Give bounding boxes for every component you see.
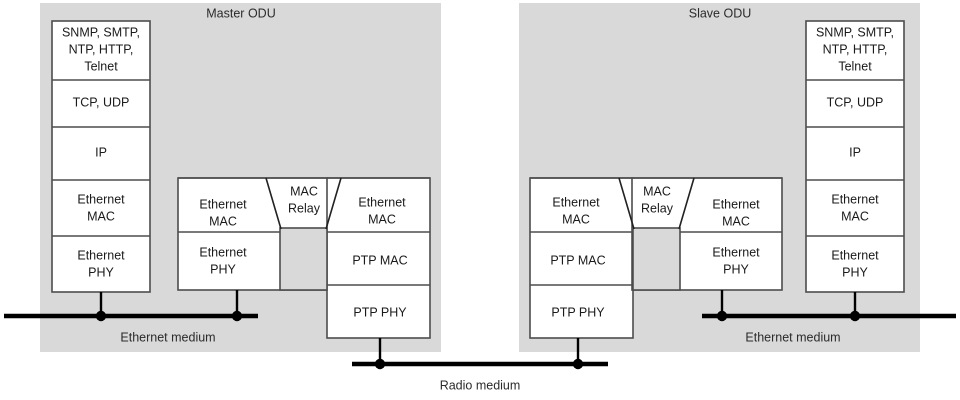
slave-odu-title: Slave ODU xyxy=(689,6,752,20)
ethernet-medium-left-bus: Ethernet medium xyxy=(4,310,258,344)
svg-text:MAC: MAC xyxy=(368,212,396,226)
svg-text:Telnet: Telnet xyxy=(838,59,872,73)
ethernet-medium-right-label: Ethernet medium xyxy=(745,330,840,344)
svg-text:MAC: MAC xyxy=(643,184,671,198)
svg-text:MAC: MAC xyxy=(841,209,869,223)
master-host-layer-eth-mac: Ethernet MAC xyxy=(77,192,125,223)
ethernet-left-node-host xyxy=(95,310,107,322)
svg-text:Ethernet: Ethernet xyxy=(712,197,760,211)
radio-medium-label: Radio medium xyxy=(440,378,521,392)
slave-relay-eth-mac-left: Ethernet MAC xyxy=(552,195,600,226)
slave-relay-block: MAC Relay Ethernet MAC PTP MAC PTP PHY E… xyxy=(529,177,783,364)
slave-relay-label: MAC Relay xyxy=(641,184,674,215)
master-host-layer-eth-phy: Ethernet PHY xyxy=(77,248,125,279)
slave-relay-diagonal-left xyxy=(618,177,635,230)
slave-host-layer-eth-mac: Ethernet MAC xyxy=(831,192,879,223)
slave-relay-diagonal-right xyxy=(678,177,695,230)
ethernet-medium-right-bus: Ethernet medium xyxy=(702,310,956,344)
slave-relay-eth-phy-right: Ethernet PHY xyxy=(712,245,760,276)
svg-text:Relay: Relay xyxy=(641,201,674,215)
master-host-stack-outline xyxy=(51,20,151,293)
svg-text:Ethernet: Ethernet xyxy=(831,248,879,262)
master-relay-eth-mac-right: Ethernet MAC xyxy=(358,195,406,226)
svg-text:Ethernet: Ethernet xyxy=(358,195,406,209)
master-relay-eth-phy-left: Ethernet PHY xyxy=(199,245,247,276)
svg-text:Telnet: Telnet xyxy=(84,59,118,73)
master-relay-diagonal-left xyxy=(265,177,282,230)
master-relay-ptp-mac: PTP MAC xyxy=(352,253,407,267)
svg-text:Ethernet: Ethernet xyxy=(831,192,879,206)
slave-host-stack: SNMP, SMTP, NTP, HTTP, Telnet TCP, UDP I… xyxy=(805,20,905,316)
ethernet-right-node-host xyxy=(849,310,861,322)
slave-relay-notch xyxy=(632,227,681,291)
master-relay-eth-mac-left: Ethernet MAC xyxy=(199,197,247,228)
svg-text:Ethernet: Ethernet xyxy=(199,197,247,211)
ethernet-medium-left-label: Ethernet medium xyxy=(120,330,215,344)
radio-medium-bus: Radio medium xyxy=(352,358,608,392)
svg-text:MAC: MAC xyxy=(87,209,115,223)
slave-host-layer-network: IP xyxy=(849,145,861,159)
master-relay-label: MAC Relay xyxy=(288,184,321,215)
radio-node-master xyxy=(374,358,386,370)
svg-text:PHY: PHY xyxy=(88,265,114,279)
svg-text:PHY: PHY xyxy=(842,265,868,279)
master-host-stack: SNMP, SMTP, NTP, HTTP, Telnet TCP, UDP I… xyxy=(51,20,151,316)
master-relay-block: MAC Relay Ethernet MAC Ethernet PHY Ethe… xyxy=(177,177,431,364)
master-host-layer-apps: SNMP, SMTP, NTP, HTTP, Telnet xyxy=(62,25,140,73)
svg-text:NTP, HTTP,: NTP, HTTP, xyxy=(823,42,888,56)
radio-node-slave xyxy=(572,358,584,370)
master-relay-ptp-phy: PTP PHY xyxy=(353,305,407,319)
svg-text:MAC: MAC xyxy=(562,212,590,226)
master-odu-title: Master ODU xyxy=(206,6,275,20)
svg-text:Ethernet: Ethernet xyxy=(77,192,125,206)
master-host-layer-transport: TCP, UDP xyxy=(73,95,130,109)
svg-text:Ethernet: Ethernet xyxy=(712,245,760,259)
svg-text:Ethernet: Ethernet xyxy=(77,248,125,262)
svg-text:NTP, HTTP,: NTP, HTTP, xyxy=(69,42,134,56)
svg-text:MAC: MAC xyxy=(722,214,750,228)
slave-host-layer-transport: TCP, UDP xyxy=(827,95,884,109)
slave-relay-ptp-mac: PTP MAC xyxy=(550,253,605,267)
master-relay-notch xyxy=(279,227,328,291)
slave-host-layer-eth-phy: Ethernet PHY xyxy=(831,248,879,279)
slave-host-stack-outline xyxy=(805,20,905,293)
svg-text:PHY: PHY xyxy=(723,262,749,276)
slave-host-layer-apps: SNMP, SMTP, NTP, HTTP, Telnet xyxy=(816,25,894,73)
svg-text:SNMP, SMTP,: SNMP, SMTP, xyxy=(62,25,140,39)
slave-relay-ptp-phy: PTP PHY xyxy=(551,305,605,319)
svg-text:MAC: MAC xyxy=(209,214,237,228)
master-relay-right-outline xyxy=(326,177,431,339)
svg-text:Ethernet: Ethernet xyxy=(552,195,600,209)
slave-relay-eth-mac-right: Ethernet MAC xyxy=(712,197,760,228)
ethernet-right-node-relay xyxy=(716,310,728,322)
svg-text:MAC: MAC xyxy=(290,184,318,198)
svg-text:Ethernet: Ethernet xyxy=(199,245,247,259)
master-relay-diagonal-right xyxy=(325,177,342,230)
master-host-layer-network: IP xyxy=(95,145,107,159)
svg-text:Relay: Relay xyxy=(288,201,321,215)
ethernet-left-node-relay xyxy=(231,310,243,322)
svg-text:SNMP, SMTP,: SNMP, SMTP, xyxy=(816,25,894,39)
svg-text:PHY: PHY xyxy=(210,262,236,276)
